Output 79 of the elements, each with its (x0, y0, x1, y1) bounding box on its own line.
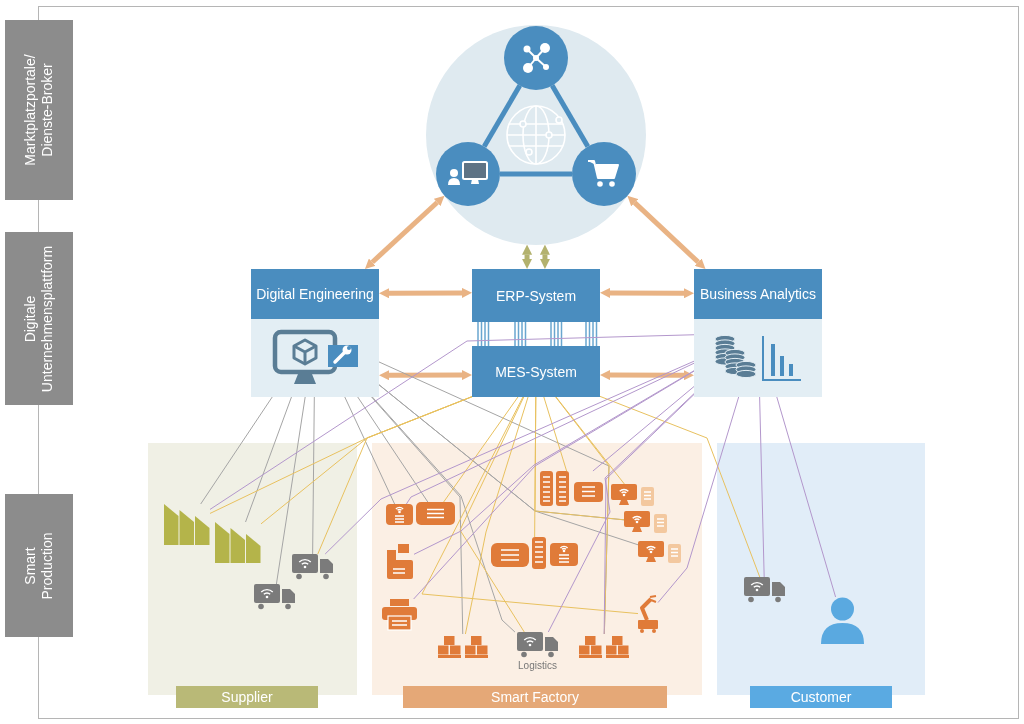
truck-icon (292, 554, 333, 579)
link-line (482, 84, 522, 148)
module-card (251, 269, 379, 397)
wifi-device-icon (386, 504, 413, 525)
truck-icon (254, 584, 295, 609)
hub-circle (436, 142, 500, 206)
pallet-icon (438, 634, 488, 658)
robot-arm-icon (638, 596, 658, 633)
connector-line (371, 396, 516, 633)
card-title: Digital Engineering (256, 285, 374, 303)
connector-line (200, 396, 273, 505)
connector-line (275, 396, 306, 585)
band-label: Digitale Unternehmensplattform (22, 244, 56, 394)
connector-line (543, 396, 568, 472)
person-icon (820, 597, 865, 644)
hub-circle (504, 26, 568, 90)
connector-line (413, 370, 695, 555)
connector-line (371, 396, 464, 635)
printer-icon (382, 599, 417, 630)
monitor-icon (624, 511, 668, 533)
system-box: MES-System (472, 346, 600, 397)
double-arrow (379, 287, 472, 299)
factory-icon (164, 504, 210, 545)
side-band (5, 494, 73, 637)
module-card (694, 269, 822, 397)
connector-line (344, 396, 396, 505)
zone-panel (372, 443, 702, 708)
zone-label: Smart Factory (403, 686, 667, 708)
connector-line (312, 396, 315, 555)
link-line (550, 84, 590, 148)
band-label: Marktplatzportale/ Dienste-Broker (22, 53, 56, 168)
zone-panel (148, 443, 357, 708)
connector-line (555, 396, 625, 485)
double-arrow (627, 195, 706, 269)
connector-line (657, 396, 740, 604)
server-rack-icon (540, 471, 604, 506)
connector-line (759, 396, 765, 578)
connector-line (405, 362, 695, 505)
node-label: Logistics (518, 660, 557, 671)
bus-lines (477, 321, 598, 347)
connector-line (357, 396, 429, 503)
connector-line (776, 396, 837, 598)
card-title: Business Analytics (700, 285, 816, 303)
zone-panel (717, 443, 925, 708)
double-arrow (379, 370, 472, 381)
connector-line (443, 396, 519, 503)
connector-line (413, 370, 695, 600)
system-box: ERP-System (472, 269, 600, 322)
zone-label: Supplier (176, 686, 318, 708)
connector-line (317, 396, 473, 555)
link-line (500, 171, 572, 177)
pallet-icon (579, 634, 629, 658)
monitor-icon (638, 541, 682, 563)
server-group-icon (491, 537, 578, 569)
band-label: Smart Production (22, 531, 56, 601)
monitor-icon (611, 484, 655, 506)
zone-label: Customer (750, 686, 892, 708)
connector-line (324, 360, 695, 555)
double-arrow (600, 287, 694, 299)
connector-line (547, 393, 695, 633)
connector-line (245, 396, 292, 523)
double-arrow (522, 244, 533, 269)
hub-circle (572, 142, 636, 206)
connector-line (378, 384, 639, 546)
connector-line (599, 395, 761, 578)
side-band (5, 20, 73, 200)
connector-line (421, 396, 639, 615)
connector-line (592, 386, 695, 472)
connector-line (603, 393, 695, 635)
double-arrow (600, 370, 694, 381)
double-arrow (539, 244, 550, 269)
connector-line (209, 334, 695, 510)
machine-icon (385, 544, 414, 579)
truck-icon (744, 577, 785, 602)
side-band (5, 232, 73, 405)
double-arrow (364, 195, 445, 269)
connector-line (534, 396, 537, 538)
factory-icon (215, 522, 261, 563)
server-icon (416, 502, 455, 525)
